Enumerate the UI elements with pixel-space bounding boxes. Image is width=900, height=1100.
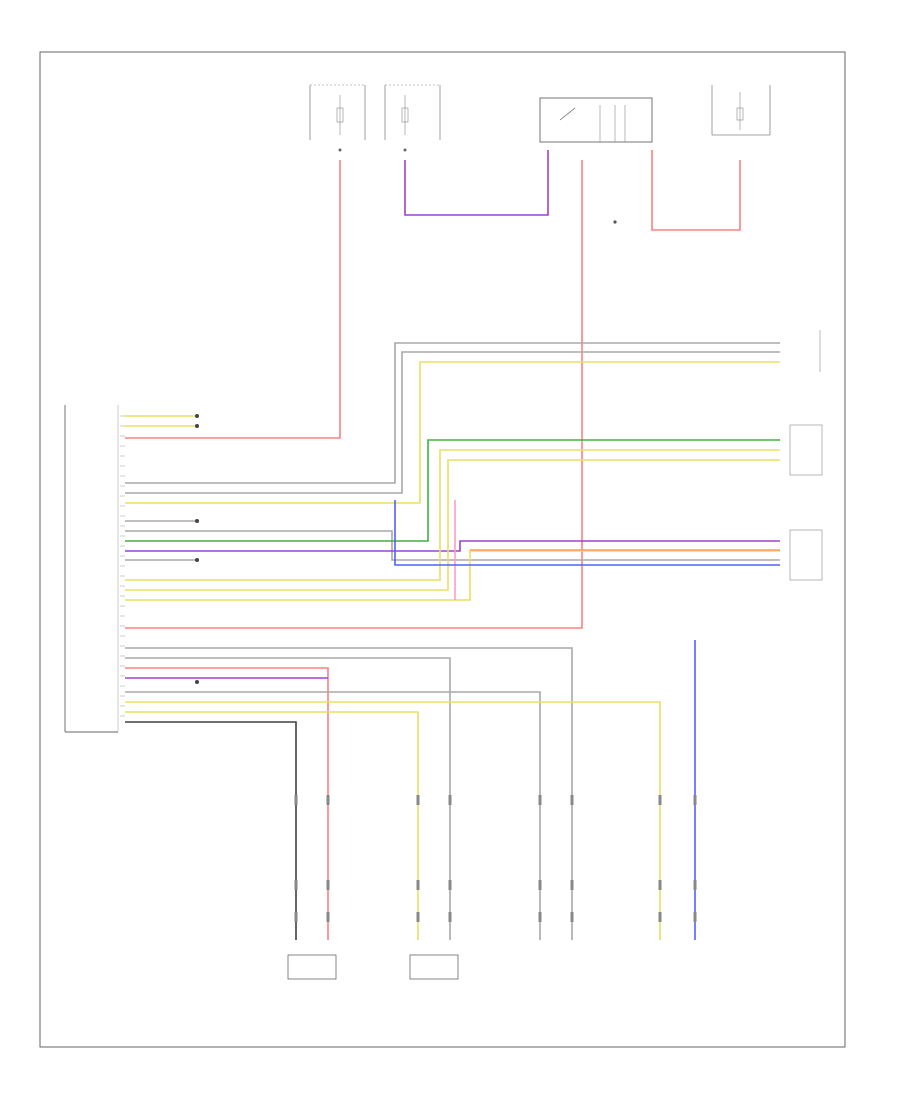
wire-red-22 — [125, 667, 329, 940]
connector-pin-mark — [658, 912, 662, 922]
wire-red-0 — [125, 160, 341, 439]
connector-pin-mark — [570, 912, 574, 922]
connector-pin-mark — [294, 795, 298, 805]
right-module-2 — [789, 529, 823, 581]
connector-pin-mark — [416, 795, 420, 805]
control-module — [64, 405, 119, 733]
connector-pin-mark — [326, 880, 330, 890]
wire-gray-6 — [125, 342, 780, 484]
connector-pin-mark — [294, 912, 298, 922]
wire-green-11 — [125, 439, 780, 542]
connector-pin-mark — [326, 795, 330, 805]
connector-pin-marks — [120, 415, 697, 922]
wire-black-27 — [125, 721, 297, 940]
connector-pin-mark — [294, 880, 298, 890]
connector-pin-mark — [416, 880, 420, 890]
connector-pin-mark — [693, 795, 697, 805]
connector-pin-mark — [448, 912, 452, 922]
wire-red-2 — [125, 160, 583, 629]
wire-yellow-15 — [125, 459, 780, 591]
connector-pin-mark — [538, 795, 542, 805]
bottom-connector-2 — [409, 954, 459, 980]
wire-layer — [125, 150, 780, 940]
connector-pin-mark — [693, 880, 697, 890]
wire-yellow-16 — [125, 550, 780, 601]
fuse-component-1 — [309, 84, 366, 152]
wire-violet-12 — [125, 540, 780, 552]
wire-violet-1 — [404, 150, 549, 216]
module-bullets — [195, 414, 199, 684]
connector-pin-mark — [538, 912, 542, 922]
wire-blue-18 — [394, 500, 780, 566]
connector-pin-mark — [416, 912, 420, 922]
wire-yellow-25 — [125, 701, 661, 940]
wire-yellow-26 — [125, 711, 419, 940]
connector-pin-mark — [658, 795, 662, 805]
connector-pin-mark — [693, 912, 697, 922]
bottom-connector-1 — [287, 954, 337, 980]
wire-gray-21 — [125, 657, 451, 940]
connector-pin-mark — [538, 880, 542, 890]
fuse-component-2 — [384, 84, 441, 152]
wire-gray-7 — [125, 351, 780, 494]
wire-gray-10 — [125, 530, 780, 561]
connector-pin-mark — [448, 795, 452, 805]
right-module-1 — [789, 424, 823, 476]
connector-pin-mark — [448, 880, 452, 890]
fuse-component-3 — [711, 85, 771, 136]
connector-pin-mark — [570, 795, 574, 805]
wire-yellow-14 — [125, 449, 780, 581]
wire-gray-24 — [125, 691, 541, 940]
wire-gray-20 — [125, 647, 573, 940]
wire-yellow-8 — [125, 361, 780, 504]
wire-red-3 — [651, 150, 741, 231]
connector-pin-mark — [326, 912, 330, 922]
connector-pin-mark — [570, 880, 574, 890]
connector-pin-mark — [658, 880, 662, 890]
diagram-frame — [39, 51, 846, 1048]
switch-module — [539, 97, 653, 224]
